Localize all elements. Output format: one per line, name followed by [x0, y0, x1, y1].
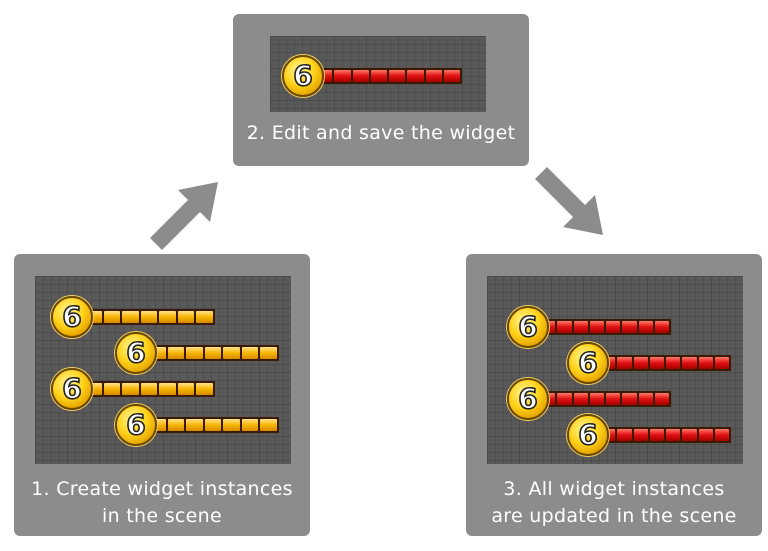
widget-badge: 6 — [115, 404, 157, 446]
widget-bar — [537, 319, 671, 335]
widget-bar — [537, 391, 671, 407]
arrow-up-right-icon — [150, 182, 218, 250]
badge-number: 6 — [577, 345, 598, 379]
widget-instance: 6 — [507, 306, 682, 348]
step-2-scene: 6 — [270, 36, 486, 112]
step-3-caption-line1: 3. All widget instances — [503, 478, 725, 500]
badge-number: 6 — [292, 58, 313, 92]
badge-number: 6 — [61, 299, 82, 333]
step-2-caption: 2. Edit and save the widget — [233, 120, 529, 147]
widget-bar — [81, 309, 215, 325]
widget-badge: 6 — [51, 368, 93, 410]
step-3-panel: 6 6 6 6 3 — [466, 254, 762, 536]
step-1-scene: 6 6 6 6 — [35, 276, 291, 464]
badge-number: 6 — [125, 335, 146, 369]
badge-number: 6 — [517, 381, 538, 415]
widget-instance: 6 — [115, 332, 290, 374]
step-1-caption-line2: in the scene — [102, 505, 222, 527]
badge-number: 6 — [577, 417, 598, 451]
badge-number: 6 — [125, 407, 146, 441]
widget-bar — [145, 345, 279, 361]
widget-badge: 6 — [115, 332, 157, 374]
widget-instance: 6 — [507, 378, 682, 420]
widget-instance: 6 — [115, 404, 290, 446]
widget-instance: 6 — [567, 414, 742, 456]
widget-instance: 6 — [51, 296, 226, 338]
badge-number: 6 — [517, 309, 538, 343]
widget-bar — [145, 417, 279, 433]
widget-bar — [81, 381, 215, 397]
step-3-caption-line2: are updated in the scene — [491, 505, 737, 527]
widget-bar — [597, 427, 731, 443]
widget-instance: 6 — [282, 55, 477, 97]
arrow-down-right-icon — [535, 167, 603, 235]
step-1-caption: 1. Create widget instances in the scene — [14, 476, 310, 530]
widget-instance: 6 — [567, 342, 742, 384]
widget-bar — [597, 355, 731, 371]
widget-badge: 6 — [567, 342, 609, 384]
step-3-scene: 6 6 6 6 — [487, 276, 743, 464]
widget-badge: 6 — [507, 306, 549, 348]
widget-badge: 6 — [567, 414, 609, 456]
widget-bar — [312, 68, 462, 84]
widget-badge: 6 — [51, 296, 93, 338]
widget-badge: 6 — [282, 55, 324, 97]
step-2-panel: 6 2. Edit and save the widget — [233, 14, 529, 166]
step-2-caption-line1: 2. Edit and save the widget — [246, 122, 516, 144]
widget-badge: 6 — [507, 378, 549, 420]
step-1-panel: 6 6 6 6 1 — [14, 254, 310, 536]
step-3-caption: 3. All widget instances are updated in t… — [466, 476, 762, 530]
widget-instance: 6 — [51, 368, 226, 410]
step-1-caption-line1: 1. Create widget instances — [31, 478, 293, 500]
badge-number: 6 — [61, 371, 82, 405]
